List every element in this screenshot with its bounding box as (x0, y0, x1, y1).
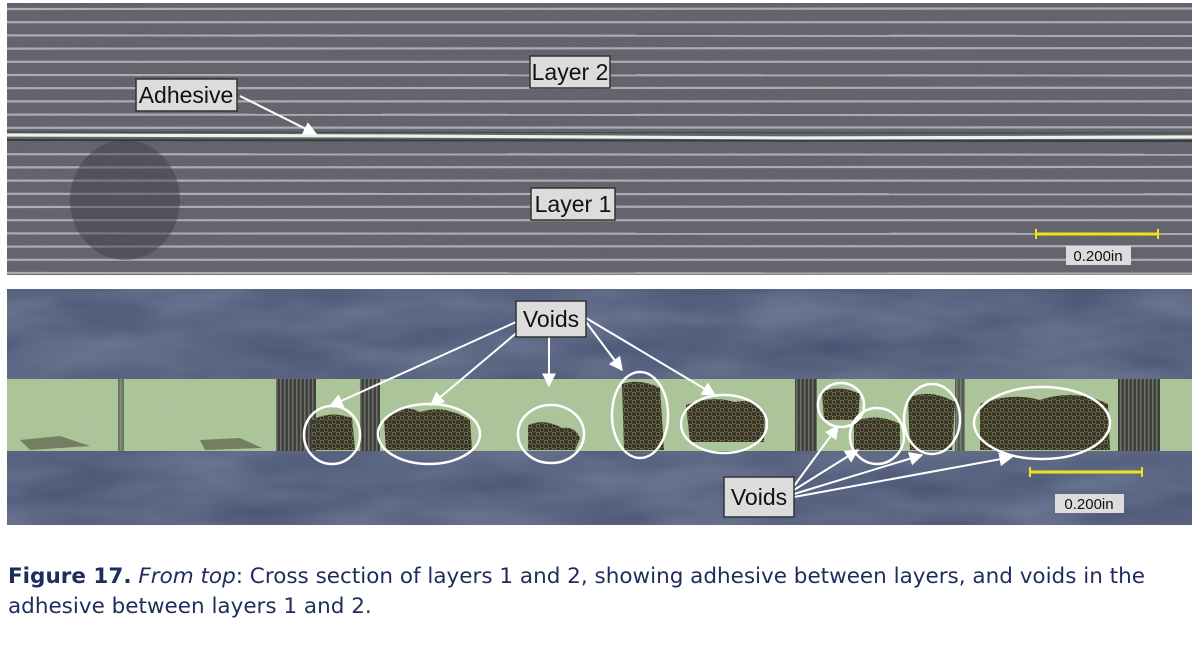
adhesive-band (7, 379, 1192, 451)
svg-text:Voids: Voids (523, 306, 579, 332)
void-ellipse (848, 406, 906, 466)
bottom-scale-bar: 0.200in (1029, 467, 1143, 513)
layer-1-label: Layer 1 (530, 187, 616, 221)
voids-label-bottom: Voids (723, 476, 795, 518)
svg-text:Layer 2: Layer 2 (532, 59, 609, 85)
voids-arrows-top (328, 317, 717, 408)
layer-2-label: Layer 2 (529, 55, 611, 89)
top-scale-bar: 0.200in (1035, 229, 1159, 265)
svg-text:Adhesive: Adhesive (139, 82, 234, 108)
bottom-voids-panel: Voids Voids 0.200in (7, 289, 1192, 525)
void-ellipse (816, 381, 866, 429)
adhesive-label: Adhesive (135, 78, 318, 135)
void-ellipse (679, 393, 769, 455)
svg-text:0.200in: 0.200in (1073, 248, 1122, 265)
void-ellipse (972, 385, 1112, 461)
void-ellipses (302, 370, 1112, 466)
void-ellipse (376, 402, 482, 466)
void-ellipse (516, 403, 586, 465)
adhesive-line (6, 131, 1193, 142)
svg-text:Layer 1: Layer 1 (535, 191, 612, 217)
voids-label-top: Voids (515, 300, 587, 338)
caption-figure-number: Figure 17. (8, 564, 132, 589)
svg-text:0.200in: 0.200in (1064, 496, 1113, 513)
void-ellipse (902, 382, 962, 456)
top-cross-section-panel: Layer 2 Adhesive Layer 1 0.200in (6, 3, 1193, 275)
caption-lead: From top (138, 564, 236, 589)
void-ellipse (610, 370, 670, 460)
caption-text: : Cross section of layers 1 and 2, showi… (8, 564, 1145, 619)
svg-text:Voids: Voids (731, 484, 787, 510)
figure-caption: Figure 17. From top: Cross section of la… (8, 562, 1188, 622)
voids-arrows-bottom (793, 424, 1014, 498)
